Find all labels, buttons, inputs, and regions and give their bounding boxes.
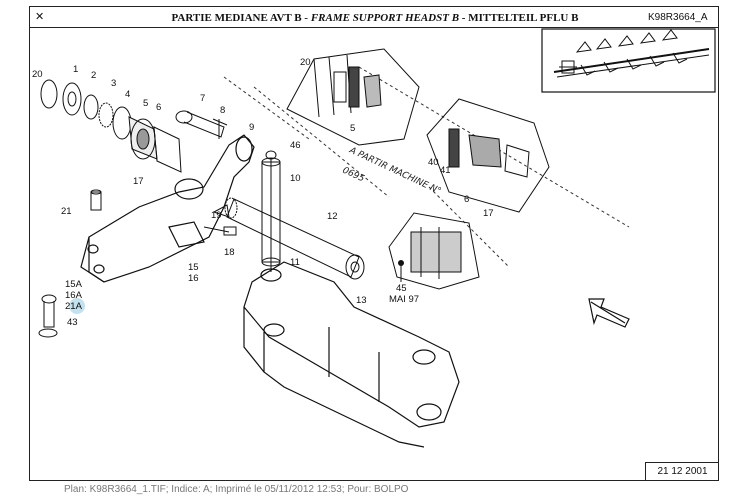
callout-18: 18 <box>224 247 235 258</box>
callout-9: 9 <box>249 122 254 133</box>
callout-7: 7 <box>200 93 205 104</box>
detail-view-right <box>426 98 550 213</box>
callout-2: 2 <box>91 70 96 81</box>
callout-4: 4 <box>125 89 130 100</box>
callout-16a: 16A <box>65 290 83 301</box>
callout-45: 45 <box>396 283 407 294</box>
callout-6: 6 <box>156 102 161 113</box>
callout-15: 15 <box>188 262 199 273</box>
callout-41: 41 <box>440 165 451 176</box>
frame-support <box>80 134 255 283</box>
callout-40: 40 <box>428 157 439 168</box>
bolt-assembly <box>38 294 58 338</box>
callout-12: 12 <box>327 211 338 222</box>
title-de: MITTELTEIL PFLU B <box>468 12 579 24</box>
exploded-parts-diagram: A PARTIR MACHINE N° 0695 <box>32 28 716 448</box>
plough-overview-inset <box>541 28 716 93</box>
header-rule <box>29 27 719 28</box>
callout-19: 19 <box>211 210 222 221</box>
callout-43: 43 <box>67 317 78 328</box>
bearing-stack <box>40 79 182 173</box>
callout-21a: 21A <box>65 301 83 312</box>
callout-20: 20 <box>32 69 43 80</box>
sleeve <box>90 189 102 211</box>
callout-16: 16 <box>188 273 199 284</box>
callout-20-detail: 20 <box>300 57 311 68</box>
callout-21: 21 <box>61 206 72 217</box>
callout-5: 5 <box>143 98 148 109</box>
title-sep-1: - <box>301 12 311 24</box>
detail-view-bottom <box>388 212 480 290</box>
callout-6-detail: 6 <box>464 194 469 205</box>
lower-arm <box>243 261 460 448</box>
callout-13: 13 <box>356 295 367 306</box>
callout-labels: 20 1 2 3 4 5 6 7 8 9 46 10 17 21 19 18 1… <box>32 57 494 328</box>
handwritten-note: A PARTIR MACHINE N° <box>347 145 443 197</box>
callout-17: 17 <box>133 176 144 187</box>
callout-5-detail: 5 <box>350 123 355 134</box>
direction-arrow-icon <box>588 298 630 328</box>
callout-11: 11 <box>290 257 300 268</box>
title-fr: PARTIE MEDIANE AVT B <box>171 12 302 24</box>
screw <box>203 204 237 236</box>
callout-3: 3 <box>111 78 116 89</box>
pin-and-bolt <box>175 110 228 139</box>
sheet-title: PARTIE MEDIANE AVT B - FRAME SUPPORT HEA… <box>0 12 750 24</box>
mai-97-note: MAI 97 <box>389 294 419 305</box>
vertical-shaft <box>261 150 281 272</box>
drawing-reference: K98R3664_A <box>648 12 708 23</box>
print-footer: Plan: K98R3664_1.TIF; Indice: A; Imprimé… <box>64 484 409 495</box>
callout-8: 8 <box>220 105 225 116</box>
callout-17-detail: 17 <box>483 208 494 219</box>
detail-view-top <box>286 48 420 146</box>
callout-1: 1 <box>73 64 78 75</box>
machine-serial: 0695 <box>341 166 366 185</box>
drawing-sheet <box>29 6 719 481</box>
callout-46: 46 <box>290 140 301 151</box>
title-sep-2: - <box>459 12 469 24</box>
horizontal-shaft <box>224 197 365 280</box>
callout-highlight <box>69 298 85 314</box>
callout-15a: 15A <box>65 279 83 290</box>
title-en: FRAME SUPPORT HEADST B <box>310 12 460 24</box>
drawing-date: 21 12 2001 <box>645 462 719 481</box>
corner-mark: ✕ <box>35 11 45 23</box>
callout-10: 10 <box>290 173 301 184</box>
